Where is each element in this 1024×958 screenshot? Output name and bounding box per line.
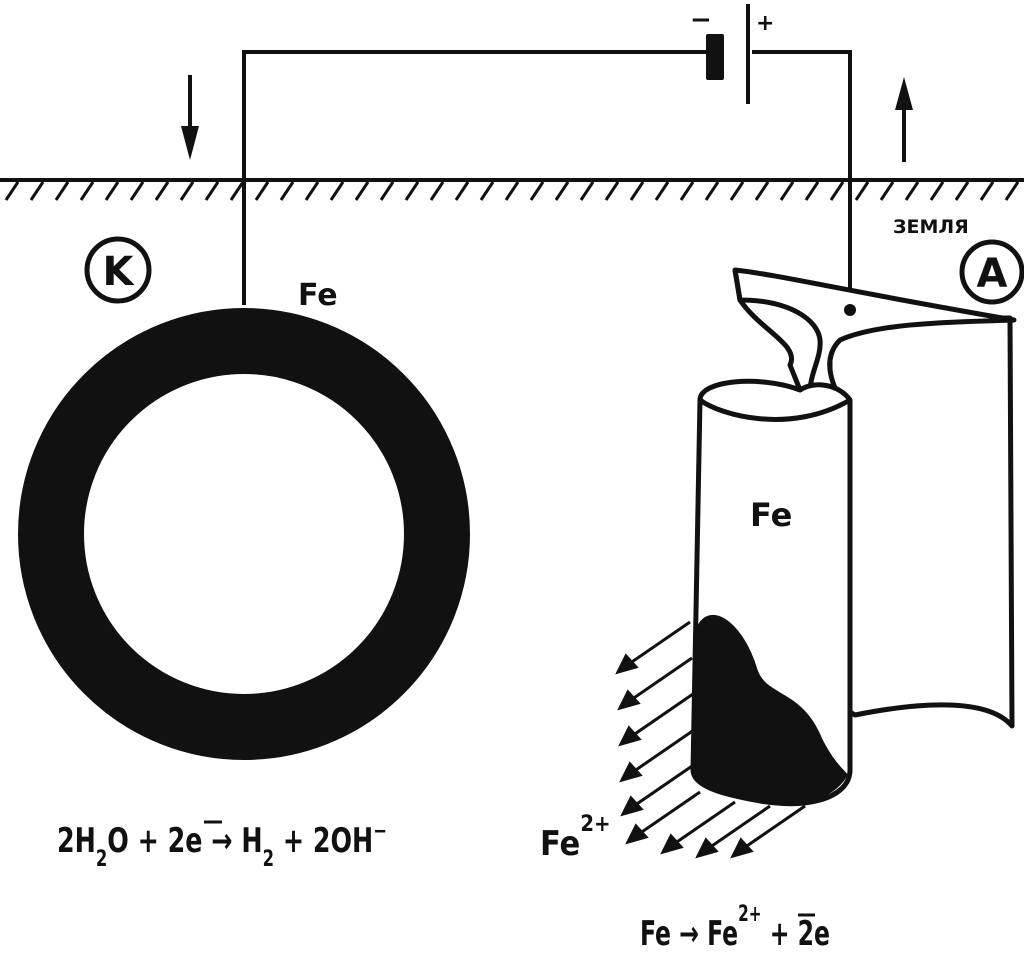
svg-text:A: A [977,251,1008,297]
ground-hatch-stroke [254,181,270,201]
battery-plus-label: + [756,11,774,36]
ground-hatch-stroke [304,181,320,201]
ground-hatch-stroke [754,181,770,201]
ground-hatch-stroke [779,181,795,201]
ion-arrow-head [625,823,649,845]
ground-hatch-stroke [504,181,520,201]
ground-hatch-stroke [629,181,645,201]
cathode-badge: K [84,236,152,304]
ion-arrow-head [660,833,684,855]
ion-emission-arrows [615,620,806,859]
ground-hatch-stroke [804,181,820,201]
battery-minus-label: − [690,5,712,35]
ground-hatch-stroke [54,181,70,201]
ground-hatch-stroke [179,181,195,201]
anode-electrode [690,267,1017,807]
ion-arrow-head [619,761,643,783]
anode-wire-contact [844,304,856,316]
ground-hatch-stroke [404,181,420,201]
ground-hatch-stroke [954,181,970,201]
ground-hatch-stroke [1004,181,1020,201]
anode-reaction: Fe → Fe2+ + 2e [640,902,830,954]
ground-hatch-stroke [879,181,895,201]
anode-metal-label: Fe [750,496,792,534]
ground-hatch-stroke [729,181,745,201]
ion-arrow [630,762,696,810]
ground-hatch-stroke [604,181,620,201]
ion-arrow-head [618,725,642,747]
ion-arrow-head [695,837,719,859]
cathode-pipe [18,308,470,760]
ground-hatch-stroke [354,181,370,201]
ion-arrow-head [615,653,639,675]
ground-hatch-stroke [279,181,295,201]
ground-hatch-stroke [4,181,20,201]
ground-hatch-stroke [554,181,570,201]
ground-hatch-stroke [529,181,545,201]
ground-hatch-stroke [854,181,870,201]
anode-ion-label: Fe2+ [540,812,611,864]
arrow-down-icon [181,75,199,160]
svg-text:K: K [103,249,136,295]
ion-arrow [705,804,771,852]
ground-hatch-stroke [229,181,245,201]
ion-arrow [625,620,691,668]
ground-hatch-stroke [29,181,45,201]
ground-hatch-stroke [904,181,920,201]
ground-hatch-stroke [979,181,995,201]
ground-hatch-stroke [429,181,445,201]
ground-hatch-stroke [704,181,720,201]
ground-hatch-stroke [329,181,345,201]
ion-arrow [635,790,701,838]
ion-arrow-head [617,689,641,711]
ground-hatch-stroke [479,181,495,201]
ground-hatch-stroke [204,181,220,201]
cathode-reaction: 2H2O + 2e → H2 + 2OH− [57,819,387,872]
anode-badge: A [959,239,1024,305]
battery-icon: − + [690,4,774,104]
ion-arrow-head [730,837,754,859]
ground-hatch-stroke [679,181,695,201]
arrow-up-icon [895,77,913,162]
ground-hatch-stroke [379,181,395,201]
circuit-wire [242,50,852,310]
ion-arrow [628,692,694,740]
ground-hatch-stroke [79,181,95,201]
ground-hatch-stroke [454,181,470,201]
ground-hatch-stroke [129,181,145,201]
ion-arrow [629,728,695,776]
ion-arrow [670,800,736,848]
ground-hatch-icon [0,178,1024,201]
ion-arrow [627,656,693,704]
ground-hatch-stroke [104,181,120,201]
ground-label: ЗЕМЛЯ [893,216,969,238]
ion-arrow-head [620,795,644,817]
ground-hatch-stroke [654,181,670,201]
cathode-metal-label: Fe [298,278,338,313]
ground-hatch-stroke [154,181,170,201]
ground-hatch-stroke [829,181,845,201]
ground-hatch-stroke [929,181,945,201]
ion-arrow [740,804,806,852]
ground-hatch-stroke [579,181,595,201]
